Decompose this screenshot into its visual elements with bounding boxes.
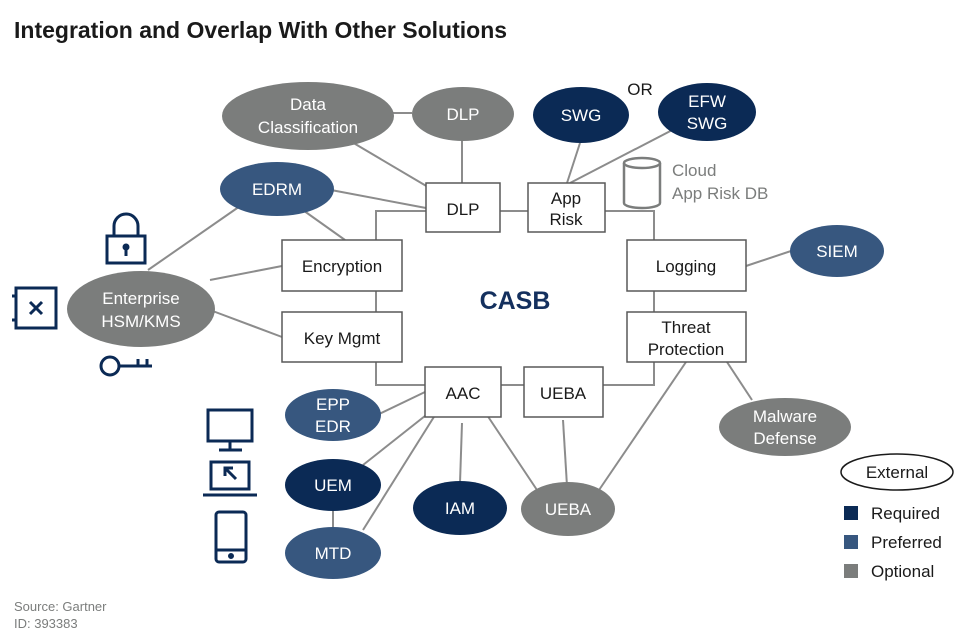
connector-line: [484, 411, 538, 491]
connector-line: [209, 265, 283, 281]
box-label: DLP: [446, 200, 479, 219]
box-label: UEBA: [540, 384, 587, 403]
ellipse-label: SWG: [561, 106, 602, 125]
ellipse-label: Classification: [258, 118, 358, 137]
box-label: AAC: [446, 384, 481, 403]
connector-line: [726, 361, 753, 401]
ellipse-label: EPP: [316, 395, 350, 414]
ellipse-edrm: EDRM: [220, 162, 334, 216]
ellipse-enterprise-hsm-kms: Enterprise HSM/KMS: [67, 271, 215, 347]
box-label: Threat: [661, 318, 710, 337]
box-label: Logging: [656, 257, 717, 276]
box-encryption: Encryption: [281, 239, 403, 292]
connector-line: [209, 309, 283, 338]
safe-icon: [12, 286, 58, 330]
connector-line: [362, 411, 438, 531]
cloud-db-label: Cloud: [672, 161, 716, 180]
box-label: Key Mgmt: [304, 329, 381, 348]
connector-line: [566, 142, 581, 184]
database-icon: [622, 156, 662, 210]
connector-line: [459, 422, 463, 484]
connector-line: [330, 189, 427, 209]
connector-line: [147, 203, 244, 271]
ellipse-label: EDR: [315, 417, 351, 436]
box-label: Protection: [648, 340, 725, 359]
ellipse-iam: IAM: [413, 481, 507, 535]
page-title: Integration and Overlap With Other Solut…: [14, 17, 507, 43]
connector-line: [745, 249, 795, 267]
ellipse-epp-edr: EPP EDR: [285, 389, 381, 441]
ellipse-label: UEM: [314, 476, 352, 495]
ring-line: [375, 362, 425, 386]
ring-line: [603, 362, 655, 386]
box-threat-protection: Threat Protection: [626, 311, 747, 363]
connector-lines: [147, 112, 795, 534]
ellipse-label: EFW: [688, 92, 726, 111]
ellipse-label: Defense: [753, 429, 816, 448]
legend-external-ellipse: [840, 453, 954, 491]
ellipse-label: SIEM: [816, 242, 858, 261]
ellipse-data-classification: Data Classification: [222, 82, 394, 150]
ellipse-dlp-optional: DLP: [412, 87, 514, 141]
ellipse-ueba-optional: UEBA: [521, 482, 615, 536]
ellipse-label: Data: [290, 95, 326, 114]
box-logging: Logging: [626, 239, 747, 292]
legend-required-swatch: [844, 506, 858, 520]
connector-line: [569, 125, 681, 184]
connector-line: [299, 207, 346, 241]
source-label: Source: Gartner: [14, 599, 107, 614]
ellipse-siem: SIEM: [790, 225, 884, 277]
ellipse-swg: SWG: [533, 87, 629, 143]
box-dlp: DLP: [425, 182, 501, 233]
connector-line: [362, 411, 431, 466]
ring-line: [605, 210, 655, 240]
id-label: ID: 393383: [14, 616, 78, 631]
ellipse-label: Malware: [753, 407, 817, 426]
connector-line: [374, 391, 426, 417]
connector-line: [596, 361, 687, 494]
or-label: OR: [627, 80, 653, 99]
key-icon: [99, 355, 152, 377]
connector-line: [562, 419, 568, 487]
ellipse-label: DLP: [446, 105, 479, 124]
legend-preferred-swatch: [844, 535, 858, 549]
box-label: Risk: [549, 210, 583, 229]
ellipse-label: UEBA: [545, 500, 592, 519]
cloud-db-label: App Risk DB: [672, 184, 768, 203]
box-aac: AAC: [424, 366, 502, 418]
legend-optional-label: Optional: [871, 562, 934, 581]
legend-external-label: External: [866, 463, 928, 482]
box-label: App: [551, 189, 581, 208]
laptop-icon: [203, 460, 257, 497]
ellipse-label: HSM/KMS: [101, 312, 180, 331]
legend-optional-swatch: [844, 564, 858, 578]
ellipse-uem: UEM: [285, 459, 381, 511]
ellipse-efw-swg: EFW SWG: [658, 83, 756, 141]
box-key-mgmt: Key Mgmt: [281, 311, 403, 363]
ellipse-label: IAM: [445, 499, 475, 518]
ellipse-mtd: MTD: [285, 527, 381, 579]
ellipse-label: MTD: [315, 544, 352, 563]
ellipse-label: Enterprise: [102, 289, 179, 308]
ellipse-label: EDRM: [252, 180, 302, 199]
legend-required-label: Required: [871, 504, 940, 523]
casb-label: CASB: [480, 287, 551, 315]
box-label: Encryption: [302, 257, 382, 276]
ellipse-label: SWG: [687, 114, 728, 133]
box-ueba: UEBA: [523, 366, 604, 418]
box-app-risk: App Risk: [527, 182, 606, 233]
ellipse-malware-defense: Malware Defense: [719, 398, 851, 456]
lock-icon: [105, 212, 147, 265]
legend: External Required Preferred Optional: [840, 453, 954, 581]
ring-line: [375, 210, 426, 240]
legend-preferred-label: Preferred: [871, 533, 942, 552]
mobile-phone-icon: [214, 510, 248, 564]
monitor-icon: [206, 408, 254, 452]
